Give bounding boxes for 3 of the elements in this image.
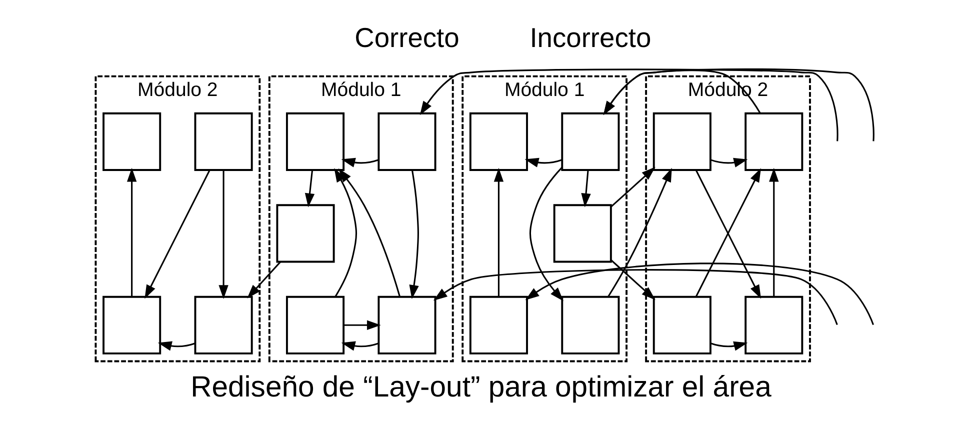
label: Incorrecto bbox=[529, 22, 651, 53]
caption: Rediseño de “Lay-out” para optimizar el área bbox=[190, 371, 771, 404]
label: Correcto bbox=[354, 22, 459, 53]
